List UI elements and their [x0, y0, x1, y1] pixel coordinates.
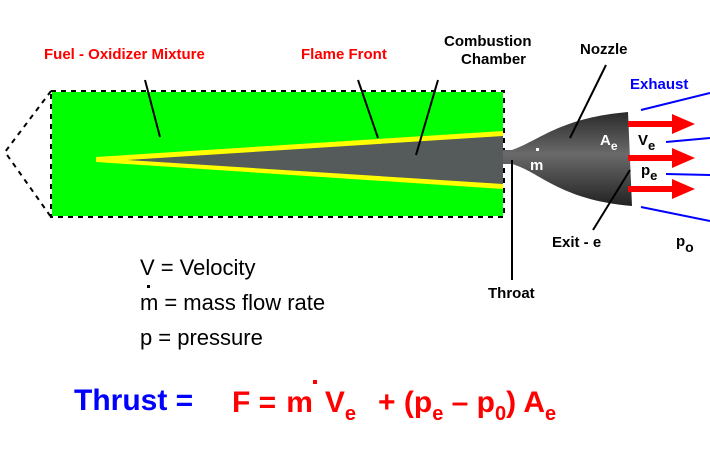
exit-pressure-label: pe: [641, 162, 657, 183]
legend-m: m= mass flow rate: [140, 290, 325, 315]
flame-front-label: Flame Front: [301, 46, 387, 63]
exhaust-label: Exhaust: [630, 76, 688, 93]
combustion-label-1: Combustion: [444, 33, 532, 50]
combustion-chamber: [127, 136, 503, 184]
nozzle-label: Nozzle: [580, 41, 628, 58]
mixture-label: Fuel - Oxidizer Mixture: [44, 46, 205, 63]
nozzle: [503, 112, 632, 206]
throat-label: Throat: [488, 285, 535, 302]
exhaust-arrows: [628, 114, 695, 199]
mdot-dot: [536, 148, 539, 151]
legend: V= Velocity m= mass flow rate p= pressur…: [140, 255, 325, 350]
legend-p: p= pressure: [140, 325, 263, 350]
combustion-label-2: Chamber: [461, 51, 526, 68]
exit-velocity-label: Ve: [638, 132, 655, 153]
mass-flow-label: m: [530, 157, 543, 174]
dashed-outline: [3, 90, 505, 218]
leader-lines: [144, 64, 631, 280]
exit-label: Exit - e: [552, 234, 601, 251]
exit-area-label: Ae: [600, 132, 618, 153]
exhaust-lines: [640, 92, 710, 222]
legend-v: V= Velocity: [140, 255, 255, 280]
ambient-pressure-label: po: [676, 233, 694, 255]
equation-lhs: Thrust =: [74, 384, 193, 417]
